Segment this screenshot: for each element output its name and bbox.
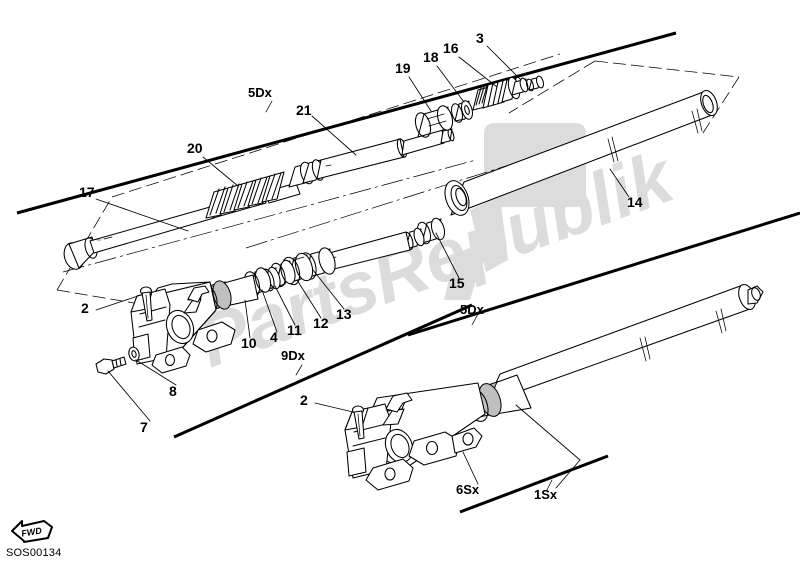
part-9dx-fork-slider-right (130, 281, 236, 374)
dashed-envelope-right (508, 60, 740, 134)
part-2-pinch-bolt-right (139, 286, 153, 322)
callout-11[interactable]: 11 (287, 322, 302, 338)
callout-15[interactable]: 15 (449, 275, 465, 291)
callout-3[interactable]: 3 (476, 30, 484, 46)
leader-lines (95, 45, 630, 489)
part-21-pumping-element (288, 128, 455, 188)
part-16-cartridge-valve (472, 76, 529, 111)
part-7-bleed-screw (95, 356, 127, 375)
group-bracket-5dx-upper (16, 31, 677, 215)
callout-19[interactable]: 19 (395, 60, 411, 76)
group-label-5dx-upper[interactable]: 5Dx (248, 85, 272, 100)
part-15-seal-ring (402, 217, 446, 251)
drawing-number: SOS00134 (6, 547, 62, 559)
callout-4[interactable]: 4 (270, 329, 278, 345)
group-bracket-1sx (459, 454, 609, 514)
group-label-9dx[interactable]: 9Dx (281, 348, 305, 363)
callout-7[interactable]: 7 (140, 419, 148, 435)
part-14-fork-tube (444, 89, 718, 216)
callout-20[interactable]: 20 (187, 140, 203, 156)
callout-2-upper[interactable]: 2 (81, 300, 89, 316)
centerline-upper (62, 159, 477, 273)
callout-21[interactable]: 21 (296, 102, 312, 118)
callout-12[interactable]: 12 (313, 315, 329, 331)
part-19-bush (414, 105, 454, 138)
callout-10[interactable]: 10 (241, 335, 257, 351)
part-3-nut (525, 75, 545, 92)
group-label-1sx[interactable]: 1Sx (534, 487, 558, 502)
callout-8[interactable]: 8 (169, 383, 177, 399)
part-18-washer (451, 100, 473, 123)
callout-18[interactable]: 18 (423, 49, 439, 65)
group-bracket-9dx (173, 303, 473, 439)
callout-14[interactable]: 14 (627, 194, 643, 210)
part-1sx-left-fork-tube (486, 283, 764, 404)
part-2-pinch-bolt-left (351, 405, 365, 440)
callout-16[interactable]: 16 (443, 40, 459, 56)
centerline-mid (245, 159, 526, 249)
callout-13[interactable]: 13 (336, 306, 352, 322)
part-20-fork-spring (205, 171, 285, 219)
callout-2-lower[interactable]: 2 (300, 392, 308, 408)
part-6sx-fork-slider-left (344, 382, 486, 491)
part-8-washer-bleed (128, 346, 140, 362)
group-bracket-5dx-lower (407, 211, 800, 337)
group-label-6sx[interactable]: 6Sx (456, 482, 480, 497)
group-label-5dx-lower[interactable]: 5Dx (460, 302, 484, 317)
callout-17[interactable]: 17 (79, 184, 95, 200)
